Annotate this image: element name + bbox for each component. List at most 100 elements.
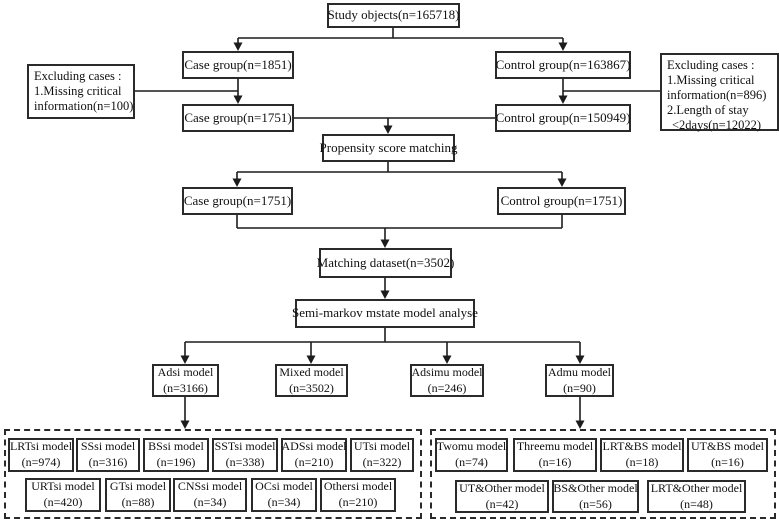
node-label: ADSsi model	[281, 439, 347, 454]
arrowheads	[180, 42, 585, 429]
node-utsi-model: UTsi model (n=322)	[350, 438, 414, 472]
node-bs-other-model: BS&Other model (n=56)	[552, 480, 639, 513]
node-label: Threemu model	[516, 439, 594, 454]
node-label: Propensity score matching	[319, 139, 458, 155]
node-count: (n=42)	[485, 496, 519, 511]
node-count: (n=3166)	[163, 380, 208, 395]
node-lrtsi-model: LRTsi model (n=974)	[8, 438, 74, 472]
node-ocsi-model: OCsi model (n=34)	[251, 478, 317, 512]
node-count: (n=420)	[43, 495, 83, 509]
node-label: UTsi model	[353, 439, 411, 454]
node-label: Control group(n=1751)	[500, 192, 623, 208]
node-threemu-model: Threemu model (n=16)	[513, 438, 597, 472]
node-label: Admu model	[548, 364, 611, 379]
node-label: SSTsi model	[214, 439, 276, 454]
node-label: BSsi model	[148, 439, 204, 454]
node-case-group-initial: Case group(n=1851)	[182, 51, 294, 79]
node-count: (n=316)	[88, 455, 128, 469]
node-control-group-initial: Control group(n=163867)	[495, 51, 631, 79]
node-cnssi-model: CNSsi model (n=34)	[173, 478, 247, 512]
node-label: OCsi model	[255, 479, 313, 494]
node-count: (n=88)	[121, 495, 155, 509]
node-count: (n=974)	[21, 455, 61, 469]
node-admu-model: Admu model (n=90)	[545, 364, 614, 397]
node-label: Control group(n=150949)	[495, 109, 631, 125]
exclusion-line: <2days(n=12022)	[672, 118, 762, 132]
node-sssi-model: SSsi model (n=316)	[76, 438, 140, 472]
node-label: Study objects(n=165718)	[327, 7, 460, 23]
exclusion-line: information(n=100)	[34, 99, 134, 113]
node-label: Adsi model	[157, 364, 214, 379]
node-count: (n=322)	[362, 455, 402, 469]
node-label: Semi-markov mstate model analyse	[292, 305, 478, 321]
node-matching-dataset: Matching dataset(n=3502)	[316, 248, 455, 278]
node-label: UT&BS model	[690, 439, 764, 454]
node-count: (n=246)	[427, 380, 467, 395]
node-label: Control group(n=163867)	[495, 56, 631, 72]
node-count: (n=210)	[338, 495, 378, 509]
excluding-cases-right: Excluding cases : 1.Missing critical inf…	[660, 53, 779, 132]
node-control-group-filtered: Control group(n=150949)	[495, 104, 631, 132]
node-semi-markov-analysis: Semi-markov mstate model analyse	[292, 299, 478, 328]
node-adsimu-model: Adsimu model (n=246)	[410, 364, 484, 397]
excluding-cases-left: Excluding cases : 1.Missing critical inf…	[27, 64, 135, 119]
node-ut-bs-model: UT&BS model (n=16)	[687, 438, 768, 472]
node-label: Othersi model	[323, 479, 393, 494]
node-gtsi-model: GTsi model (n=88)	[105, 478, 171, 512]
group-mu-models-dashed-box	[430, 429, 776, 519]
node-label: Case group(n=1751)	[183, 192, 292, 208]
exclusion-line: 1.Missing critical	[667, 73, 755, 87]
node-count: (n=56)	[579, 496, 612, 511]
node-twomu-model: Twomu model (n=74)	[435, 438, 508, 472]
exclusion-title: Excluding cases :	[667, 58, 755, 72]
connector-lines	[134, 28, 660, 421]
exclusion-line: 2.Length of stay	[667, 103, 749, 117]
node-sstsi-model: SSTsi model (n=338)	[212, 438, 278, 472]
node-label: LRT&Other model	[650, 480, 743, 495]
node-label: Twomu model	[436, 439, 507, 454]
node-label: CNSsi model	[177, 479, 243, 494]
exclusion-line: 1.Missing critical	[34, 84, 122, 98]
node-count: (n=90)	[563, 380, 596, 395]
node-label: BS&Other model	[553, 480, 638, 495]
node-label: LRT&BS model	[602, 439, 682, 454]
node-case-group-filtered: Case group(n=1751)	[182, 104, 294, 132]
node-count: (n=210)	[294, 455, 334, 469]
node-ut-other-model: UT&Other model (n=42)	[455, 480, 549, 513]
node-label: SSsi model	[80, 439, 136, 454]
node-bssi-model: BSsi model (n=196)	[143, 438, 209, 472]
exclusion-line: information(n=896)	[667, 88, 767, 102]
node-adsi-model: Adsi model (n=3166)	[152, 364, 219, 397]
node-count: (n=338)	[225, 455, 265, 469]
node-mixed-model: Mixed model (n=3502)	[275, 364, 348, 397]
node-case-group-matched: Case group(n=1751)	[182, 187, 293, 215]
node-count: (n=74)	[455, 455, 488, 469]
node-count: (n=16)	[538, 455, 572, 469]
node-lrt-other-model: LRT&Other model (n=48)	[647, 480, 746, 513]
node-count: (n=18)	[625, 455, 659, 469]
node-othersi-model: Othersi model (n=210)	[320, 478, 396, 512]
node-count: (n=16)	[711, 455, 744, 469]
node-count: (n=34)	[267, 495, 301, 509]
node-lrt-bs-model: LRT&BS model (n=18)	[600, 438, 684, 472]
node-count: (n=3502)	[289, 380, 334, 395]
node-label: URTsi model	[31, 479, 95, 494]
node-label: Adsimu model	[411, 364, 483, 379]
node-propensity-score-matching: Propensity score matching	[319, 134, 458, 162]
group-si-models-dashed-box	[4, 429, 422, 519]
node-label: Matching dataset(n=3502)	[316, 254, 455, 270]
node-label: Case group(n=1851)	[184, 56, 292, 72]
node-count: (n=196)	[156, 455, 196, 469]
node-label: GTsi model	[109, 479, 167, 494]
node-control-group-matched: Control group(n=1751)	[497, 187, 626, 215]
exclusion-title: Excluding cases :	[34, 69, 122, 83]
node-count: (n=48)	[680, 496, 713, 511]
node-count: (n=34)	[193, 495, 227, 509]
node-label: LRTsi model	[9, 439, 73, 454]
node-study-objects: Study objects(n=165718)	[327, 3, 460, 28]
node-label: UT&Other model	[459, 480, 545, 495]
node-label: Mixed model	[279, 364, 344, 379]
node-label: Case group(n=1751)	[184, 109, 292, 125]
